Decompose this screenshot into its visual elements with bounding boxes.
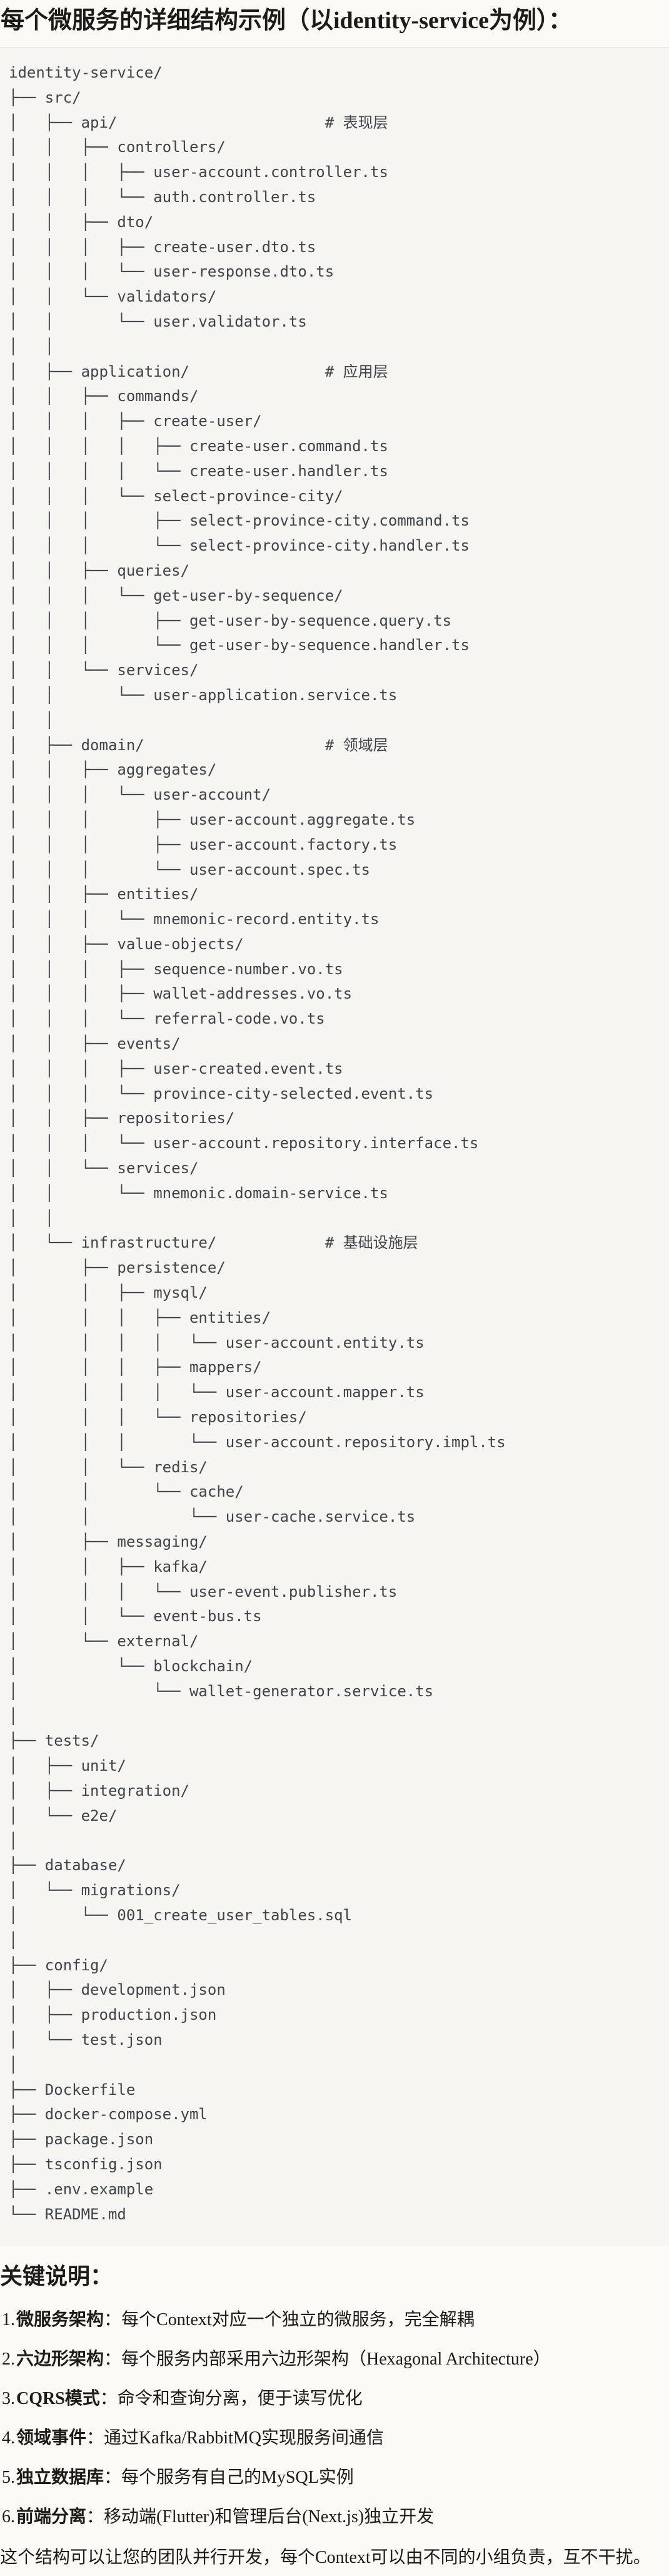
key-point-term: 独立数据库: [16, 2468, 104, 2488]
key-point-term: 六边形架构: [16, 2349, 104, 2370]
key-point-number: 5.: [2, 2468, 15, 2488]
key-point-term: 前端分离: [16, 2507, 87, 2527]
key-point-number: 3.: [2, 2389, 15, 2409]
key-points-heading: 关键说明：: [0, 2264, 113, 2289]
page-title: 每个微服务的详细结构示例（以identity-service为例）：: [1, 8, 573, 34]
code-block: identity-service/ ├── src/ │ ├── api/ # …: [0, 47, 669, 2245]
key-point-number: 1.: [2, 2310, 15, 2330]
key-point-item: 6.前端分离：移动端(Flutter)和管理后台(Next.js)独立开发: [0, 2505, 669, 2530]
key-point-description: ：每个Context对应一个独立的微服务，完全解耦: [104, 2310, 475, 2330]
key-points-list: 1.微服务架构：每个Context对应一个独立的微服务，完全解耦 2.六边形架构…: [0, 2308, 669, 2530]
directory-tree: identity-service/ ├── src/ │ ├── api/ # …: [9, 64, 506, 2223]
key-point-item: 3.CQRS模式：命令和查询分离，便于读写优化: [0, 2386, 669, 2411]
key-point-description: ：每个服务有自己的MySQL实例: [104, 2468, 354, 2488]
key-point-item: 1.微服务架构：每个Context对应一个独立的微服务，完全解耦: [0, 2308, 669, 2333]
key-point-term: 领域事件: [16, 2428, 87, 2448]
key-point-description: ：命令和查询分离，便于读写优化: [99, 2389, 363, 2409]
key-point-number: 6.: [2, 2507, 15, 2527]
key-point-term: 微服务架构: [16, 2310, 104, 2330]
document-page: 每个微服务的详细结构示例（以identity-service为例）： ident…: [0, 6, 669, 2575]
key-point-item: 4.领域事件：通过Kafka/RabbitMQ实现服务间通信: [0, 2426, 669, 2451]
key-point-term: CQRS模式: [16, 2389, 100, 2409]
key-point-description: ：通过Kafka/RabbitMQ实现服务间通信: [86, 2428, 384, 2448]
key-point-description: ：移动端(Flutter)和管理后台(Next.js)独立开发: [86, 2507, 435, 2527]
key-point-number: 4.: [2, 2428, 15, 2448]
key-point-item: 5.独立数据库：每个服务有自己的MySQL实例: [0, 2465, 669, 2490]
key-point-description: ：每个服务内部采用六边形架构（Hexagonal Architecture）: [104, 2349, 551, 2370]
closing-paragraph: 这个结构可以让您的团队并行开发，每个Context可以由不同的小组负责，互不干扰…: [0, 2548, 651, 2568]
key-point-item: 2.六边形架构：每个服务内部采用六边形架构（Hexagonal Architec…: [0, 2347, 669, 2372]
key-point-number: 2.: [2, 2349, 15, 2370]
